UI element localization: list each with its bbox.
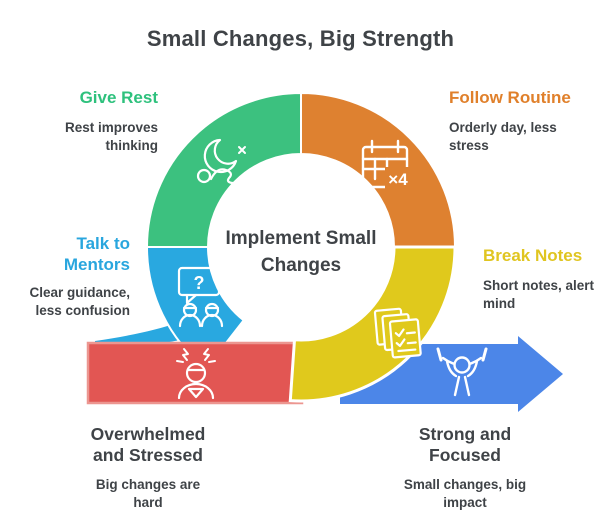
start-band: [86, 341, 304, 405]
center-label: Implement Small Changes: [225, 228, 377, 276]
label-break-notes: Break Notes Short notes, alert mind: [483, 246, 599, 312]
segment-talk-to-mentors-tail: [95, 305, 228, 348]
segment-break-notes: [288, 245, 457, 403]
question-chat-icon: ?: [177, 266, 224, 328]
start-heading: Overwhelmed and Stressed: [90, 424, 206, 466]
label-follow-routine: Follow Routine Orderly day, less stress: [449, 88, 589, 154]
talk-to-mentors-heading: Talk to Mentors: [63, 234, 130, 274]
notes-checklist-icon: [373, 307, 422, 359]
label-end-state: Strong and Focused Small changes, big im…: [385, 424, 545, 511]
calendar-x4-icon: ×4: [361, 139, 411, 189]
follow-routine-body: Orderly day, less stress: [449, 119, 557, 153]
label-give-rest: Give Rest Rest improves thinking: [28, 88, 158, 154]
give-rest-heading: Give Rest: [79, 88, 158, 107]
page-title: Small Changes, Big Strength: [146, 26, 455, 51]
give-rest-body: Rest improves thinking: [64, 119, 158, 153]
break-notes-body: Short notes, alert mind: [483, 277, 595, 311]
sleep-rest-icon: [196, 138, 246, 185]
weightlifter-icon: [436, 347, 488, 397]
start-body: Big changes are hard: [95, 476, 201, 510]
end-heading: Strong and Focused: [418, 424, 512, 466]
stressed-person-icon: [176, 348, 216, 400]
question-mark-glyph: ?: [194, 273, 205, 293]
label-start-state: Overwhelmed and Stressed Big changes are…: [68, 424, 228, 511]
end-body: Small changes, big impact: [403, 476, 527, 510]
calendar-x4-badge: ×4: [388, 170, 408, 189]
break-notes-heading: Break Notes: [483, 246, 583, 265]
follow-routine-heading: Follow Routine: [449, 88, 571, 107]
talk-to-mentors-body: Clear guidance, less confusion: [29, 285, 130, 319]
label-talk-to-mentors: Talk to Mentors Clear guidance, less con…: [0, 234, 130, 320]
